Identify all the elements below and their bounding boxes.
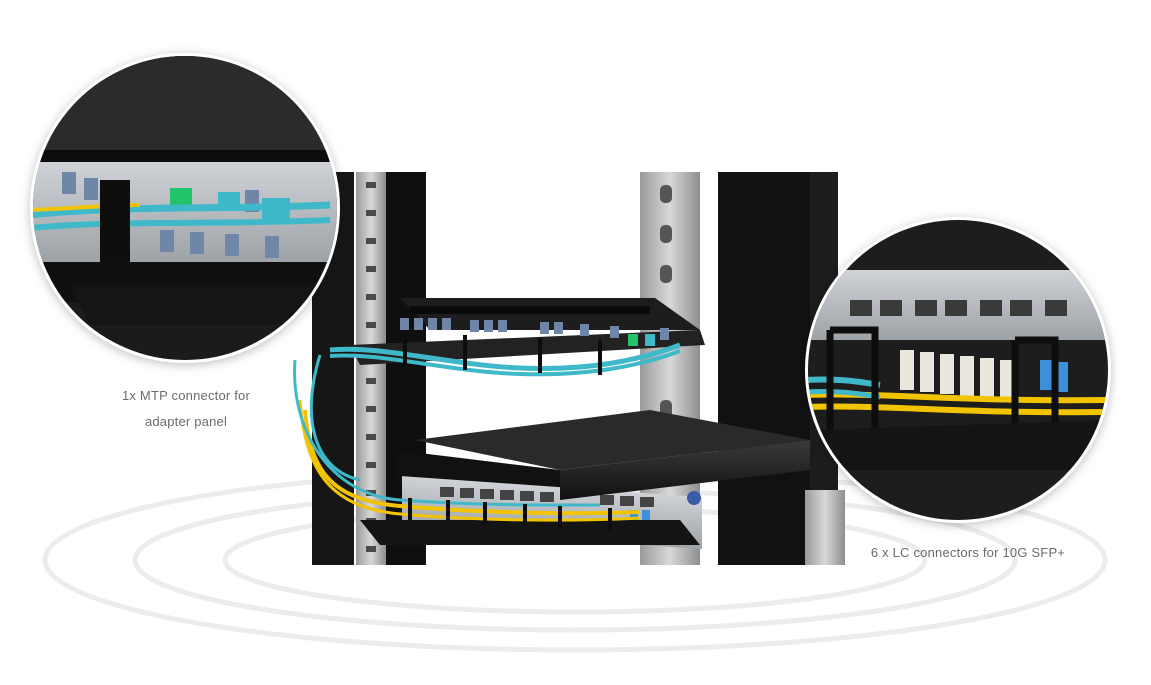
lc-blue-boots bbox=[630, 510, 650, 520]
lc-caption: 6 x LC connectors for 10G SFP+ bbox=[858, 540, 1078, 566]
sfp-ports bbox=[440, 487, 654, 507]
mtp-caption-line1: 1x MTP connector for bbox=[121, 388, 251, 403]
fs-logo: FS bbox=[687, 491, 713, 505]
server-rack: FS bbox=[293, 172, 845, 565]
mtp-caption-line2: adapter panel bbox=[144, 414, 228, 429]
mtp-caption: 1x MTP connector for adapter panel bbox=[96, 383, 276, 435]
adapter-panel-ports bbox=[400, 318, 669, 346]
lc-caption-text: 6 x LC connectors for 10G SFP+ bbox=[870, 545, 1066, 560]
svg-text:FS: FS bbox=[701, 494, 713, 504]
